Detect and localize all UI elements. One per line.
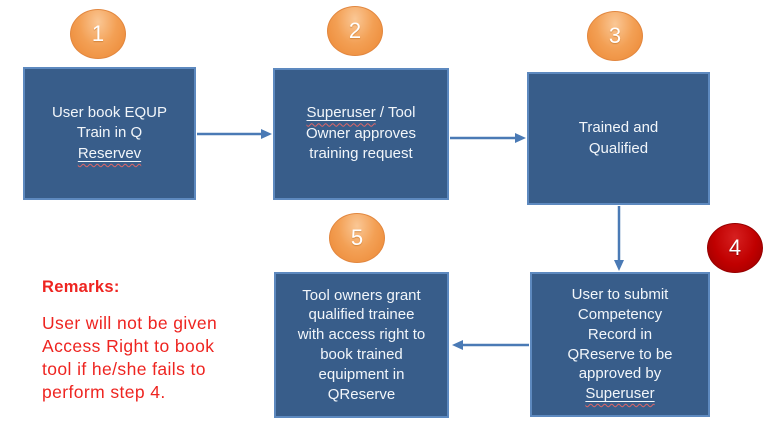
step-5-badge: 5	[329, 213, 385, 263]
step-1-number: 1	[91, 21, 105, 46]
box-text-line: QReserve to be	[567, 345, 673, 363]
underlined-text: Superuser	[306, 104, 376, 122]
box-text-line: User to submit	[571, 286, 669, 304]
arrow-step2-to-step3	[450, 133, 526, 143]
step-5-number: 5	[350, 225, 364, 250]
arrow-step3-to-step4	[614, 206, 624, 271]
box-text-line: approved by	[578, 365, 662, 383]
step-1-box: User book EQUP Train in Q Reservev	[23, 67, 196, 200]
step-4-badge: 4	[707, 223, 763, 273]
box-text-line: Reservev	[78, 144, 141, 165]
box-text-line: Superuser	[585, 384, 654, 404]
box-text-line: with access right to	[297, 326, 426, 344]
step-2-box: Superuser / Tool Owner approves training…	[273, 68, 449, 200]
box-text-line: Record in	[587, 325, 653, 343]
box-text-line: Superuser / Tool	[306, 104, 416, 122]
remarks-line: perform step 4.	[42, 382, 166, 402]
box-text-line: qualified trainee	[308, 306, 415, 324]
remarks-line: User will not be given	[42, 313, 218, 333]
remarks-body: User will not be given Access Right to b…	[42, 312, 274, 404]
underlined-text: Reservev	[77, 144, 142, 162]
step-1-badge: 1	[70, 9, 126, 59]
box-text-line: Owner approves	[305, 124, 417, 142]
step-4-box: User to submit Competency Record in QRes…	[530, 272, 710, 417]
remarks-line: tool if he/she fails to	[42, 359, 206, 379]
step-4-number: 4	[728, 235, 742, 260]
step-3-box: Trained and Qualified	[527, 72, 710, 205]
remarks-line: Access Right to book	[42, 336, 215, 356]
step-5-box: Tool owners grant qualified trainee with…	[274, 272, 449, 418]
arrow-step1-to-step2	[197, 129, 272, 139]
box-text-line: equipment in	[318, 365, 405, 383]
box-text-line: training request	[309, 145, 413, 163]
box-text-line: QReserve	[327, 385, 396, 403]
step-3-badge: 3	[587, 11, 643, 61]
box-text-line: Qualified	[588, 139, 649, 157]
box-text-line: Trained and	[578, 119, 659, 136]
remarks-block: Remarks: User will not be given Access R…	[42, 278, 274, 404]
underlined-text: Superuser	[585, 385, 655, 403]
step-2-number: 2	[348, 18, 362, 43]
box-text-line: Train in Q	[76, 124, 143, 142]
arrow-step4-to-step5	[452, 340, 529, 350]
box-text-line: Tool owners grant	[302, 286, 421, 304]
box-text-line: Competency	[577, 305, 663, 323]
step-3-number: 3	[608, 23, 622, 48]
box-text-line: book trained	[320, 346, 403, 363]
box-text-line: User book EQUP	[51, 103, 168, 121]
step-2-badge: 2	[327, 6, 383, 56]
remarks-heading: Remarks:	[42, 278, 120, 296]
